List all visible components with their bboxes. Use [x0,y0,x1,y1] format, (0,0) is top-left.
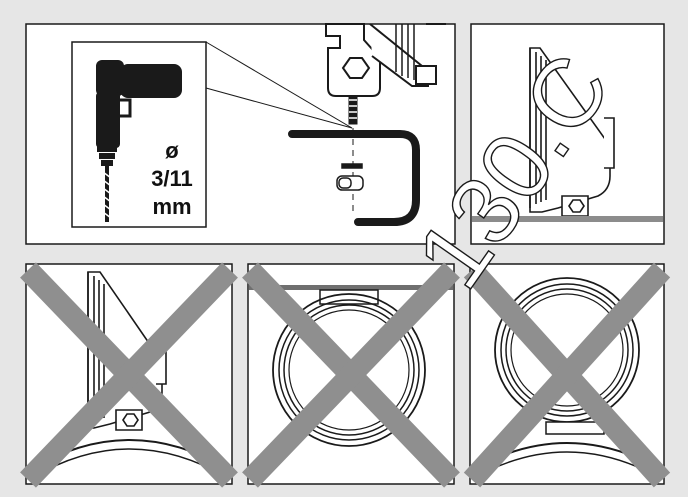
panel-wrong-convex-side [20,262,238,488]
incorrect-cross-mark [20,262,238,488]
panel-wrong-round-front-bar-bottom [463,262,671,488]
washer-nut [336,163,364,191]
mount-foot [319,289,379,305]
callout-line [205,41,353,129]
drill-diameter-value: 3/11 [151,166,193,191]
incorrect-cross-mark [463,262,671,488]
mount-bar-top [249,285,453,290]
panel-correct-flat-mount [470,23,665,245]
mount-bar-flat [472,216,663,222]
drill-icon [96,60,182,222]
mount-foot [545,421,605,435]
incorrect-cross-mark [242,262,460,488]
lamp-mount-foot [325,23,446,97]
vehicle-bar-profile [288,130,420,226]
callout-line [205,87,353,129]
lamp-front-view [494,277,640,423]
lamp-side-view [529,47,615,217]
lamp-front-view [272,293,426,447]
drill-diameter-unit: mm [152,194,191,219]
mount-bolt [348,95,358,125]
panel-wrong-round-front-bar-top [242,262,460,488]
drill-diameter-symbol: ø [165,138,179,163]
panel-drill-detail: ø 3/11 mm [25,23,456,245]
